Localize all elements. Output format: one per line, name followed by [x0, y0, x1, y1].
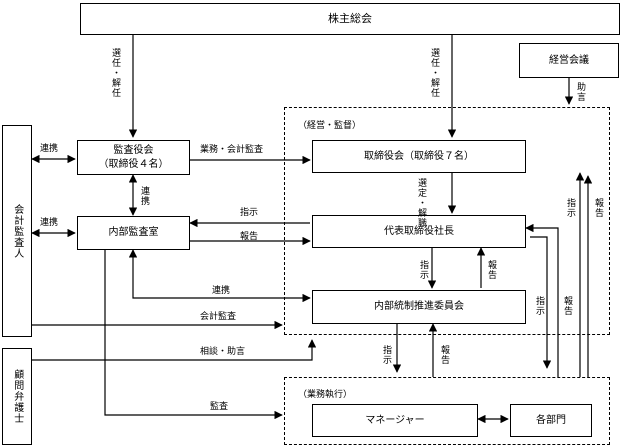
departments-box: 各部門: [510, 404, 592, 437]
appoint-dismiss-label: 選定・解職: [416, 178, 426, 228]
report-label-5: 報告: [439, 345, 449, 365]
internal-control-committee-label: 内部統制推進委員会: [374, 301, 464, 313]
president-label: 代表取締役社長: [384, 225, 454, 237]
audit-committee-box: 監査役会 （取締役４名）: [77, 140, 190, 175]
internal-audit-label: 内部監査室: [108, 227, 159, 239]
board-of-directors-box: 取締役会（取締役７名）: [312, 140, 526, 173]
elect-dismiss-label-right: 選任・解任: [429, 48, 439, 98]
shareholders-meeting-box: 株主総会: [80, 3, 620, 35]
accounting-audit-label: 会計監査: [200, 312, 237, 322]
legal-advisor-box: 顧問弁護士: [2, 348, 32, 445]
cooperation-label-1: 連携: [40, 144, 59, 154]
board-of-directors-label: 取締役会（取締役７名）: [364, 150, 474, 162]
consultation-advice-label: 相談・助言: [200, 347, 246, 357]
management-group: [284, 107, 610, 335]
cooperation-label-3: 連携: [139, 186, 149, 206]
accounting-auditor-box: 会計監査人: [2, 125, 32, 337]
execution-group-label: （業務執行）: [298, 390, 353, 400]
management-group-label: （経営・監督）: [298, 121, 362, 131]
instruction-label-4: 指示: [534, 296, 544, 316]
advice-label: 助言: [575, 82, 585, 102]
report-label-2: 報告: [486, 260, 496, 280]
report-label-1: 報告: [240, 232, 259, 242]
managers-box: マネージャー: [312, 404, 478, 437]
management-council-label: 経営会議: [549, 54, 589, 66]
report-label-4: 報告: [562, 296, 572, 316]
internal-control-committee-box: 内部統制推進委員会: [312, 290, 526, 324]
shareholders-meeting-label: 株主総会: [328, 11, 372, 25]
cooperation-label-4: 連携: [212, 286, 231, 296]
management-council-box: 経営会議: [519, 43, 619, 78]
audit-committee-sublabel: （取締役４名）: [98, 158, 169, 170]
president-box: 代表取締役社長: [312, 215, 526, 248]
departments-label: 各部門: [536, 414, 566, 426]
cooperation-label-2: 連携: [40, 218, 59, 228]
execution-group: [284, 377, 610, 445]
instruction-label-1: 指示: [240, 208, 259, 218]
instruction-label-2: 指示: [418, 260, 428, 280]
instruction-label-3: 指示: [565, 198, 575, 218]
report-label-3: 報告: [593, 198, 603, 218]
accounting-auditor-label: 会計監査人: [11, 203, 23, 259]
audit-label: 監査: [210, 402, 229, 412]
elect-dismiss-label-left: 選任・解任: [110, 48, 120, 98]
legal-advisor-label: 顧問弁護士: [11, 369, 23, 424]
audit-committee-label: 監査役会: [113, 145, 154, 156]
internal-audit-box: 内部監査室: [77, 216, 190, 250]
business-accounting-audit-label: 業務・会計監査: [200, 145, 264, 155]
managers-label: マネージャー: [365, 414, 425, 426]
instruction-label-5: 指示: [381, 345, 391, 365]
